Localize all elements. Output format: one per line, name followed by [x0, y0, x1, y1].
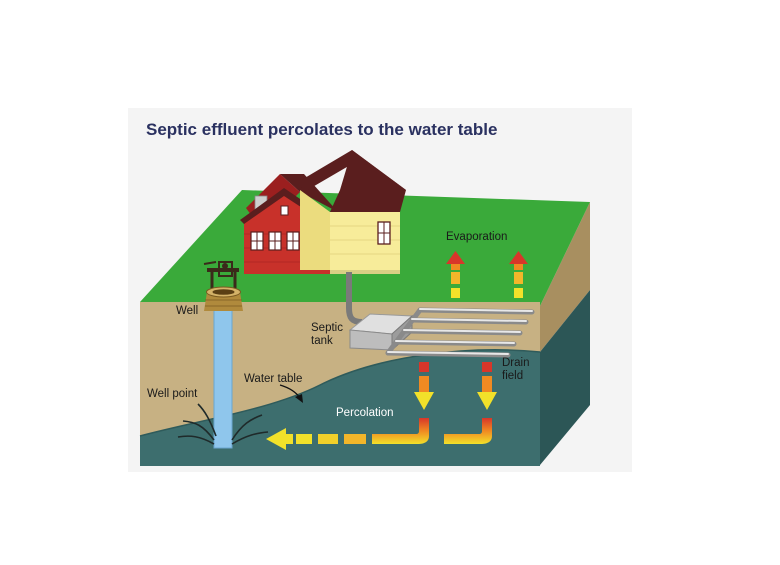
percolation-arrow-down-left — [414, 362, 434, 410]
label-septic-tank-line1: Septic — [311, 322, 343, 334]
sewer-pipe — [346, 272, 363, 325]
label-well-point: Well point — [147, 388, 198, 400]
percolation-flow-arrow — [266, 418, 429, 450]
diagram-title: Septic effluent percolates to the water … — [146, 120, 497, 139]
soil-side-face — [540, 202, 590, 352]
label-septic-tank-line2: tank — [311, 335, 333, 347]
groundwater-zone — [140, 349, 540, 466]
label-evaporation: Evaporation — [446, 231, 507, 243]
evaporation-arrow-right — [509, 251, 528, 298]
label-water-table: Water table — [244, 373, 302, 385]
evaporation-arrow-left — [446, 251, 465, 298]
water-table-pointer-head — [295, 394, 303, 403]
water-table-line — [139, 349, 541, 437]
label-drain-field-line2: field — [502, 370, 523, 382]
yellow-house — [298, 150, 406, 274]
label-well: Well — [176, 305, 198, 317]
percolation-arrow-down-right — [477, 362, 497, 410]
drain-return-arrow — [444, 418, 492, 444]
well-shaft — [213, 305, 233, 449]
groundwater-side-face — [540, 290, 590, 465]
label-drain-field-line1: Drain — [502, 357, 529, 369]
drain-field-pipes — [385, 307, 535, 358]
well-point-screen — [177, 403, 269, 445]
well-structure — [203, 261, 243, 311]
label-percolation: Percolation — [336, 407, 394, 419]
